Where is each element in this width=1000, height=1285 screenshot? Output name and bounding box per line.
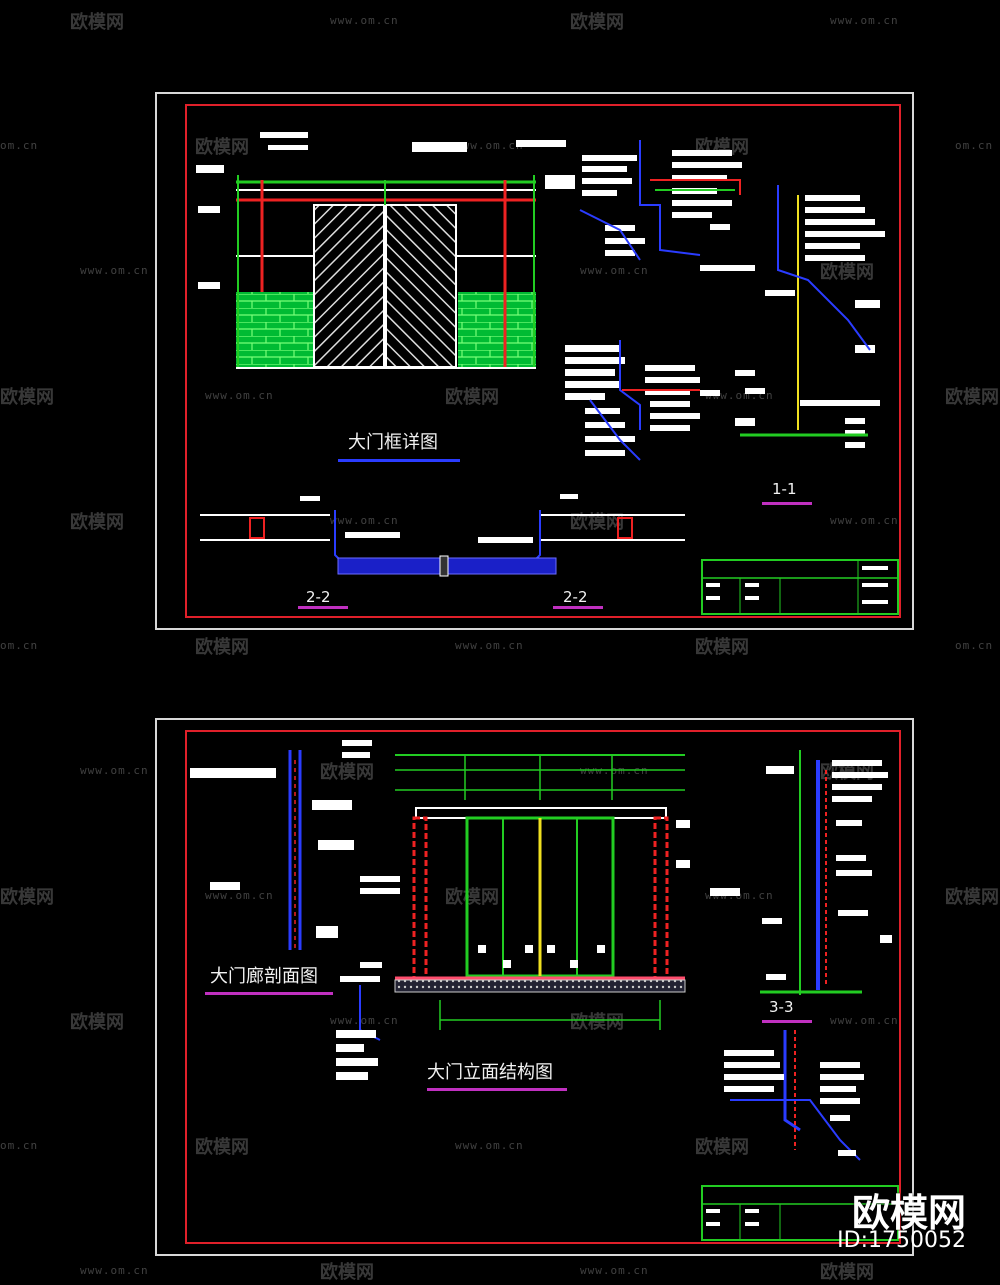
watermark-url: www.om.cn bbox=[330, 14, 399, 27]
watermark-url-short: om.cn bbox=[0, 639, 39, 652]
watermark-url-short: om.cn bbox=[955, 639, 994, 652]
watermark-url: www.om.cn bbox=[455, 1139, 524, 1152]
watermark-url: www.om.cn bbox=[580, 1264, 649, 1277]
title-porch-section: 大门廊剖面图 bbox=[210, 966, 318, 987]
watermark-brand: 欧模网 bbox=[70, 12, 124, 33]
watermark-url: www.om.cn bbox=[830, 1014, 899, 1027]
watermark-brand: 欧模网 bbox=[820, 1262, 874, 1283]
watermark-url: www.om.cn bbox=[830, 14, 899, 27]
watermark-brand: 欧模网 bbox=[195, 1137, 249, 1158]
watermark-brand: 欧模网 bbox=[320, 762, 374, 783]
brand-logo-text: 欧模网 bbox=[851, 1191, 966, 1235]
watermark-url-short: om.cn bbox=[955, 139, 994, 152]
watermark-url-short: om.cn bbox=[0, 1139, 39, 1152]
watermark-url: www.om.cn bbox=[580, 264, 649, 277]
watermark-brand: 欧模网 bbox=[570, 12, 624, 33]
brand-id-text: ID:1750052 bbox=[837, 1228, 966, 1253]
section-label-2-2-left: 2-2 bbox=[306, 588, 331, 606]
watermark-brand: 欧模网 bbox=[445, 387, 499, 408]
section-label-2-2-left-underline bbox=[298, 606, 348, 609]
section-label-2-2-right-underline bbox=[553, 606, 603, 609]
watermark-brand: 欧模网 bbox=[695, 637, 749, 658]
section-label-3-3: 3-3 bbox=[769, 998, 794, 1016]
title-door-elevation-structure-underline bbox=[427, 1088, 567, 1091]
door-frame-elevation bbox=[236, 175, 536, 369]
floor-slab bbox=[394, 979, 686, 993]
watermark-brand: 欧模网 bbox=[445, 887, 499, 908]
door-elevation-structure bbox=[395, 754, 685, 1030]
drawing-sheet-bottom bbox=[155, 718, 914, 1256]
watermark-brand: 欧模网 bbox=[70, 512, 124, 533]
watermark-brand: 欧模网 bbox=[70, 1012, 124, 1033]
watermark-brand: 欧模网 bbox=[320, 1262, 374, 1283]
watermark-brand: 欧模网 bbox=[820, 262, 874, 283]
watermark-brand: 欧模网 bbox=[945, 387, 999, 408]
watermark-url: www.om.cn bbox=[80, 764, 149, 777]
section-label-1-1-underline bbox=[762, 502, 812, 505]
drawing-sheet-top bbox=[155, 92, 914, 630]
watermark-brand: 欧模网 bbox=[195, 137, 249, 158]
watermark-url: www.om.cn bbox=[205, 389, 274, 402]
watermark-brand: 欧模网 bbox=[570, 512, 624, 533]
detail-linework-top bbox=[200, 140, 871, 566]
title-block-top bbox=[701, 559, 899, 615]
section-left-column bbox=[288, 750, 381, 1041]
section-label-2-2-right: 2-2 bbox=[563, 588, 588, 606]
watermark-brand: 欧模网 bbox=[570, 1012, 624, 1033]
section-label-1-1: 1-1 bbox=[772, 480, 797, 498]
watermark-url: www.om.cn bbox=[330, 1014, 399, 1027]
title-block-bottom bbox=[701, 1185, 899, 1241]
track-joint bbox=[439, 555, 449, 577]
detail-annotations-bottom bbox=[190, 740, 892, 1156]
watermark-brand: 欧模网 bbox=[945, 887, 999, 908]
watermark-url: www.om.cn bbox=[455, 139, 524, 152]
sheet-top-inner-border bbox=[185, 104, 901, 618]
watermark-url: www.om.cn bbox=[455, 639, 524, 652]
watermark-url-short: om.cn bbox=[0, 139, 39, 152]
watermark-url: www.om.cn bbox=[80, 1264, 149, 1277]
watermark-url: www.om.cn bbox=[830, 514, 899, 527]
watermark-url: www.om.cn bbox=[330, 514, 399, 527]
title-door-elevation-structure: 大门立面结构图 bbox=[427, 1062, 553, 1083]
watermark-url: www.om.cn bbox=[80, 264, 149, 277]
watermark-url: www.om.cn bbox=[205, 889, 274, 902]
section-label-3-3-underline bbox=[762, 1020, 812, 1023]
watermark-brand: 欧模网 bbox=[0, 387, 54, 408]
title-porch-section-underline bbox=[205, 992, 333, 995]
sheet-bottom-inner-border bbox=[185, 730, 901, 1244]
title-door-frame-detail-underline bbox=[338, 459, 460, 462]
watermark-brand: 欧模网 bbox=[0, 887, 54, 908]
watermark-brand: 欧模网 bbox=[195, 637, 249, 658]
section-3-3-linework bbox=[730, 750, 862, 1161]
watermark-brand: 欧模网 bbox=[695, 1137, 749, 1158]
title-door-frame-detail: 大门框详图 bbox=[348, 432, 438, 453]
